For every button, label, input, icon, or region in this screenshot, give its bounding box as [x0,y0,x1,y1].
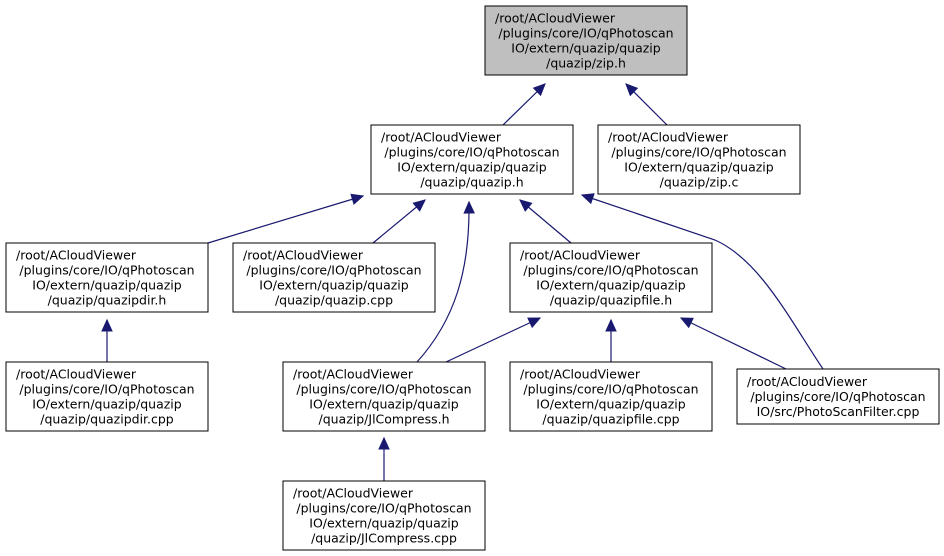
edge-line [445,317,541,363]
node-label-line: IO/extern/quazip/quazip [624,160,773,175]
arrowhead [605,318,617,332]
nodes-layer: /root/ACloudViewer/plugins/core/IO/qPhot… [5,5,940,551]
node-label-line: /root/ACloudViewer [747,374,868,389]
node-label-line: /quazip/quazip.h [420,175,523,190]
edge-quazipfile_cpp-to-quazipfile_h [605,318,617,362]
node-quazipfile-cpp[interactable]: /root/ACloudViewer/plugins/core/IO/qPhot… [509,361,713,432]
node-label-line: IO/extern/quazip/quazip [397,160,546,175]
arrowhead [412,199,426,212]
node-box [597,124,801,195]
edge-jlcompress_h-to-quazipfile_h [445,317,542,363]
node-label-line: /quazip/quazipdir.h [48,293,167,308]
edge-line [416,201,470,363]
node-box [232,242,436,313]
edge-zip_c-to-zip_h [625,83,668,126]
node-box [5,242,209,313]
node-label-line: /plugins/core/IO/qPhotoscan [498,26,673,41]
edge-photoscanfilter_cpp-to-quazip_h [580,193,824,370]
node-quazip-cpp[interactable]: /root/ACloudViewer/plugins/core/IO/qPhot… [232,242,436,313]
node-label-line: /root/ACloudViewer [243,248,364,263]
node-label-line: /plugins/core/IO/qPhotoscan [750,389,925,404]
node-label-line: /quazip/quazip.cpp [275,293,393,308]
node-label-line: IO/extern/quazip/quazip [32,278,181,293]
node-label-line: /quazip/JlCompress.h [318,412,449,427]
node-jlcompress-cpp[interactable]: /root/ACloudViewer/plugins/core/IO/qPhot… [282,480,486,551]
node-label-line: /root/ACloudViewer [293,486,414,501]
edge-line [207,195,364,244]
arrowhead [625,83,639,97]
edges-layer [101,83,824,481]
node-zip-h[interactable]: /root/ACloudViewer/plugins/core/IO/qPhot… [484,5,688,76]
arrowhead [378,436,390,450]
arrowhead [580,193,595,205]
arrowhead [532,83,546,97]
node-label-line: /quazip/zip.c [660,175,739,190]
node-jlcompress-h[interactable]: /root/ACloudViewer/plugins/core/IO/qPhot… [282,361,486,432]
node-label-line: /quazip/JlCompress.cpp [311,531,457,546]
edge-jlcompress_cpp-to-jlcompress_h [378,436,390,481]
node-label-line: IO/extern/quazip/quazip [32,397,181,412]
node-label-line: /root/ACloudViewer [495,11,616,26]
node-label-line: /plugins/core/IO/qPhotoscan [246,263,421,278]
arrowhead [679,317,694,329]
node-label-line: /root/ACloudViewer [520,367,641,382]
edge-quazip_cpp-to-quazip_h [372,199,426,244]
node-box [509,361,713,432]
node-label-line: /plugins/core/IO/qPhotoscan [523,263,698,278]
edge-photoscanfilter_cpp-to-quazipfile_h [679,317,787,370]
edge-quazipdir_h-to-quazip_h [207,193,365,244]
node-box [370,124,574,195]
arrowhead [350,193,365,205]
node-label-line: IO/src/PhotoScanFilter.cpp [757,404,920,419]
node-box [509,242,713,313]
node-label-line: /root/ACloudViewer [16,367,137,382]
node-label-line: IO/extern/quazip/quazip [259,278,408,293]
edge-jlcompress_h-to-quazip_h [416,200,475,363]
edge-quazip_h-to-zip_h [502,83,546,126]
node-label-line: IO/extern/quazip/quazip [536,397,685,412]
node-quazipdir-cpp[interactable]: /root/ACloudViewer/plugins/core/IO/qPhot… [5,361,209,432]
node-label-line: IO/extern/quazip/quazip [511,41,660,56]
node-label-line: /quazip/zip.h [546,56,626,71]
node-label-line: /quazip/quazipfile.cpp [542,412,679,427]
arrowhead [527,317,542,329]
edge-quazipdir_cpp-to-quazipdir_h [101,318,113,362]
node-label-line: /root/ACloudViewer [293,367,414,382]
arrowhead [101,318,113,332]
node-label-line: /root/ACloudViewer [520,248,641,263]
arrowhead [519,199,533,212]
node-label-line: /plugins/core/IO/qPhotoscan [384,145,559,160]
edge-quazipfile_h-to-quazip_h [519,199,572,244]
node-label-line: /plugins/core/IO/qPhotoscan [19,382,194,397]
node-zip-c[interactable]: /root/ACloudViewer/plugins/core/IO/qPhot… [597,124,801,195]
node-quazipfile-h[interactable]: /root/ACloudViewer/plugins/core/IO/qPhot… [509,242,713,313]
node-label-line: /quazip/quazipdir.cpp [40,412,174,427]
node-label-line: /plugins/core/IO/qPhotoscan [296,501,471,516]
node-box [736,368,940,425]
node-label-line: /quazip/quazipfile.h [550,293,672,308]
edge-line [581,194,824,370]
arrowhead [463,200,475,214]
node-quazipdir-h[interactable]: /root/ACloudViewer/plugins/core/IO/qPhot… [5,242,209,313]
node-label-line: /plugins/core/IO/qPhotoscan [611,145,786,160]
node-label-line: /plugins/core/IO/qPhotoscan [523,382,698,397]
node-label-line: IO/extern/quazip/quazip [309,516,458,531]
node-box [484,5,688,76]
node-photoscanfilter-cpp[interactable]: /root/ACloudViewer/plugins/core/IO/qPhot… [736,368,940,425]
node-label-line: /plugins/core/IO/qPhotoscan [296,382,471,397]
node-box [282,480,486,551]
node-box [5,361,209,432]
node-box [282,361,486,432]
node-label-line: /root/ACloudViewer [381,130,502,145]
node-label-line: /root/ACloudViewer [16,248,137,263]
node-label-line: /root/ACloudViewer [608,130,729,145]
node-label-line: IO/extern/quazip/quazip [536,278,685,293]
edge-line [680,317,787,370]
node-quazip-h[interactable]: /root/ACloudViewer/plugins/core/IO/qPhot… [370,124,574,195]
node-label-line: /plugins/core/IO/qPhotoscan [19,263,194,278]
node-label-line: IO/extern/quazip/quazip [309,397,458,412]
